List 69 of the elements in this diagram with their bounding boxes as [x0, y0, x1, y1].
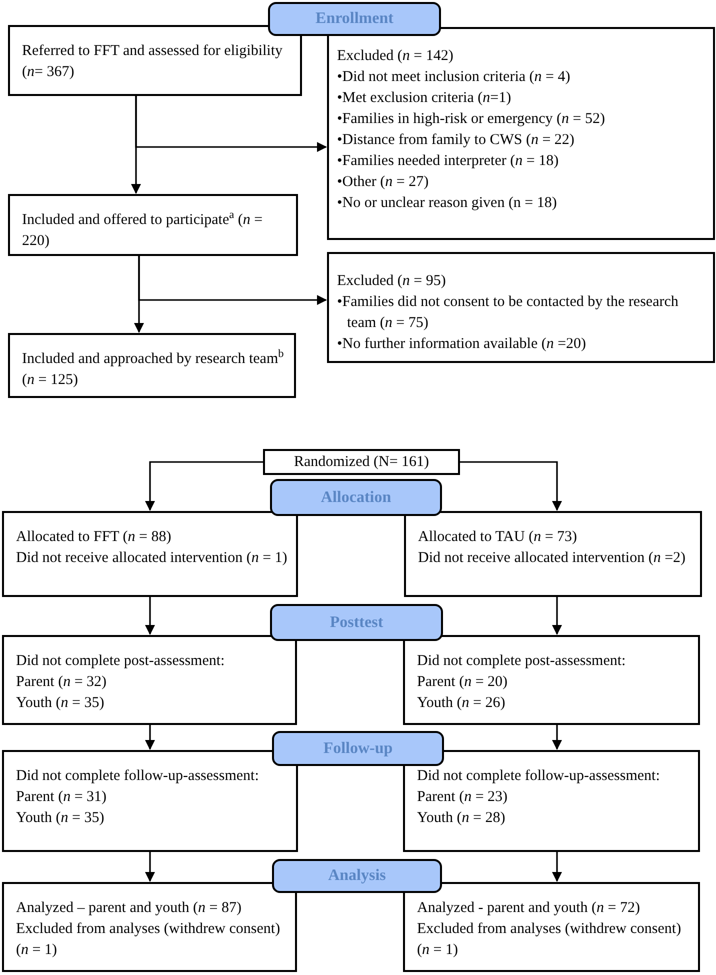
box-text: Did not complete follow-up-assessment: — [16, 767, 259, 786]
arrow — [552, 725, 562, 750]
box-text: Youth (n = 35) — [16, 694, 104, 713]
box-text: Did not receive allocated intervention (n =2) — [418, 549, 686, 568]
box-text: Youth (n = 35) — [16, 809, 104, 828]
box-text: Excluded from analyses (withdrew consent) (n = 1) — [417, 920, 682, 960]
bullet-item: •No or unclear reason given (n = 18) — [337, 194, 558, 213]
stage-title: Posttest — [330, 612, 384, 632]
box-text: Excluded from analyses (withdrew consent) (n = 1) — [16, 920, 282, 960]
box-text: Parent (n = 20) — [417, 673, 508, 692]
arrow — [135, 96, 327, 152]
box-text: Did not complete post-assessment: — [417, 652, 626, 671]
box-text: Did not complete post-assessment: — [16, 652, 225, 671]
process-box — [8, 333, 296, 398]
arrow — [145, 852, 155, 882]
stage-header — [272, 859, 442, 893]
stage-header — [270, 604, 443, 641]
box-heading: Excluded (n = 142) — [337, 47, 454, 66]
box-text: Included and approached by research team$^{b}$ (n = 125) — [22, 349, 285, 390]
stage-title: Allocation — [320, 488, 392, 508]
box-text: Analyzed - parent and youth (n = 72) — [417, 899, 640, 918]
bullet-item: •Families needed interpreter (n = 18) — [337, 152, 560, 171]
process-box — [2, 882, 297, 972]
process-box — [263, 449, 460, 475]
process-box — [404, 511, 702, 597]
box-text: Parent (n = 32) — [16, 673, 107, 692]
arrow — [552, 852, 562, 882]
box-text: Referred to FFT and assessed for eligibility (n= 367) — [22, 42, 284, 82]
bullet-item: •Distance from family to CWS (n = 22) — [337, 131, 576, 150]
bullet-item: •Families in high-risk or emergency (n = 52) — [337, 110, 606, 129]
stage-title: Analysis — [328, 866, 386, 886]
exclusion-box — [327, 27, 715, 240]
process-box — [2, 511, 298, 597]
stage-title: Follow-up — [323, 738, 393, 758]
box-text: Analyzed – parent and youth (n = 87) — [16, 899, 242, 918]
stage-title: Enrollment — [316, 9, 394, 29]
box-text: Youth (n = 26) — [417, 694, 506, 713]
process-box — [8, 25, 302, 96]
process-box — [2, 635, 297, 725]
box-text: Allocated to TAU (n = 73) — [418, 528, 578, 547]
box-heading: Excluded (n = 95) — [337, 272, 446, 291]
arrow — [138, 256, 327, 305]
box-text: Allocated to FFT (n = 88) — [16, 528, 172, 547]
process-box — [2, 750, 298, 852]
process-box — [403, 882, 700, 972]
box-text: Parent (n = 23) — [417, 788, 508, 807]
arrow — [552, 597, 562, 635]
stage-header — [268, 2, 441, 36]
stage-header — [270, 479, 442, 516]
process-box — [403, 750, 700, 852]
exclusion-box — [327, 252, 715, 363]
box-text: Youth (n = 28) — [417, 809, 506, 828]
bullet-item: •Did not meet inclusion criteria (n = 4) — [337, 68, 572, 87]
bullet-item: •Families did not consent to be contacted by the research team (n = 75) — [337, 293, 680, 333]
arrow — [145, 461, 263, 511]
box-text: Included and offered to participate$^{a}$ (n = 220) — [22, 210, 264, 251]
bullet-item: •No further information available (n =20) — [337, 335, 588, 354]
arrow — [460, 461, 562, 511]
bullet-item: •Other (n = 27) — [337, 173, 430, 192]
box-text: Did not complete follow-up-assessment: — [417, 767, 660, 786]
box-text: Randomized (N= 161) — [294, 452, 430, 472]
process-box — [403, 635, 700, 725]
process-box — [8, 194, 298, 256]
box-text: Parent (n = 31) — [16, 788, 107, 807]
stage-header — [272, 731, 444, 766]
bullet-item: •Met exclusion criteria (n=1) — [337, 89, 512, 108]
arrow — [145, 725, 155, 750]
arrow — [145, 597, 155, 635]
box-text: Did not receive allocated intervention (n = 1) — [16, 549, 288, 568]
